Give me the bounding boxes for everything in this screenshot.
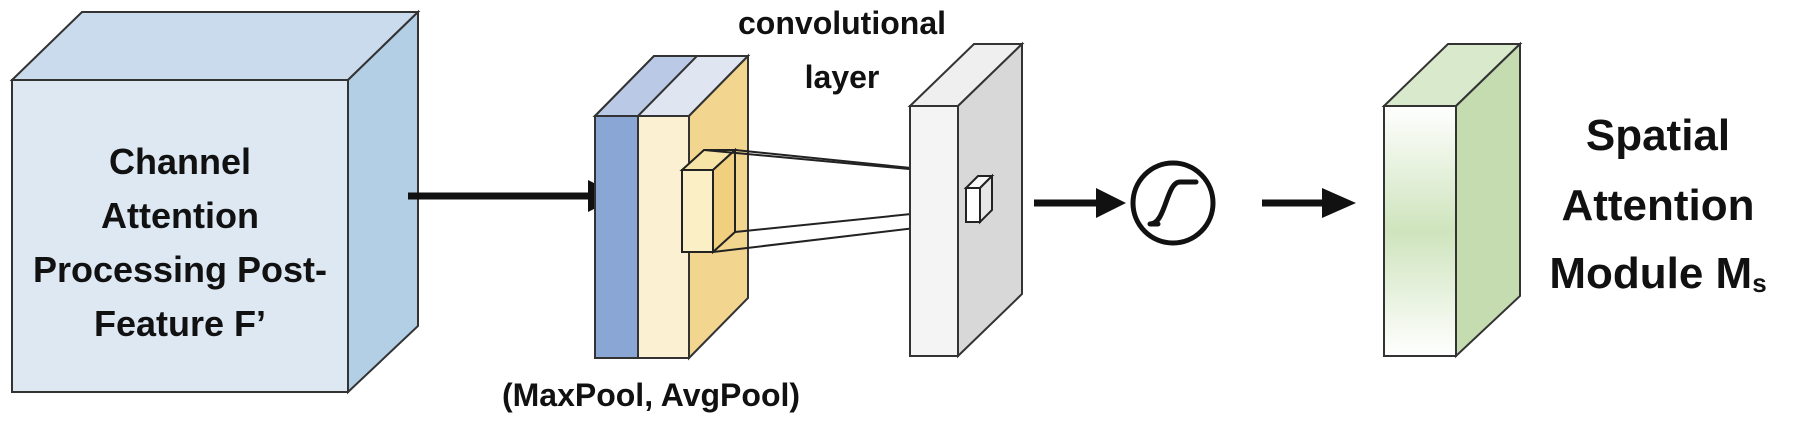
conv-slab-front (909, 105, 959, 357)
output-title-subscript: s (1752, 268, 1766, 298)
output-title-line-1: Spatial (1586, 111, 1730, 160)
output-slab-front (1383, 105, 1457, 357)
sigmoid-icon (1130, 160, 1216, 246)
maxpool-map (594, 115, 639, 359)
input-cube-front (11, 79, 349, 393)
output-title-line-2: Attention (1561, 181, 1754, 230)
pooling-slab (592, 53, 751, 361)
sigmoid-circle (1130, 160, 1216, 246)
avgpool-map (637, 115, 690, 359)
kernel-cube-front (681, 169, 714, 253)
arrow-sigmoid-to-output-head (1322, 188, 1356, 218)
pool-label: (MaxPool, AvgPool) (502, 377, 800, 413)
conv-label-line-1: convolutional (738, 5, 946, 41)
conv-label-line-2: layer (805, 59, 880, 95)
output-title-main: Module M (1549, 249, 1752, 298)
arrow-conv-to-sigmoid-head (1096, 188, 1126, 218)
output-attention-slab (1381, 41, 1523, 359)
input-label-line-4: Feature F’ (94, 303, 266, 344)
input-cube-side (347, 9, 419, 395)
input-label-line-2: Attention (101, 195, 259, 236)
sigmoid-curve (1147, 179, 1199, 227)
conv-output-slab (907, 41, 1025, 359)
input-feature-cube: Channel Attention Processing Post- Featu… (9, 9, 421, 395)
input-label-line-3: Processing Post- (33, 249, 327, 290)
conv-cell-front (965, 187, 981, 223)
input-label-line-1: Channel (109, 141, 251, 182)
output-title-line-3: Module Ms (1549, 249, 1766, 298)
